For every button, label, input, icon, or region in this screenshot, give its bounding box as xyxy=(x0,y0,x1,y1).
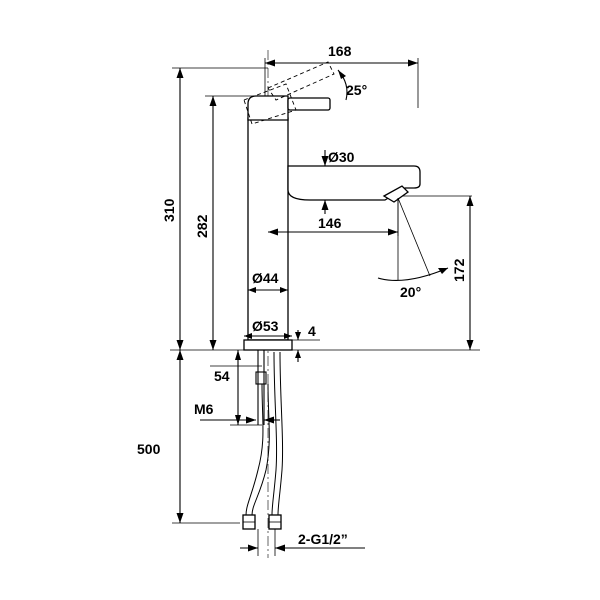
dim-body-diameter: Ø44 xyxy=(252,270,279,286)
dim-handle-angle: 25° xyxy=(346,82,367,98)
dim-aerator-height: 172 xyxy=(451,258,467,282)
dim-stud-thread: M6 xyxy=(194,401,214,417)
dim-base-thickness: 4 xyxy=(308,323,316,339)
dim-aerator-angle: 20° xyxy=(400,284,421,300)
dim-total-height: 310 xyxy=(161,198,177,222)
dim-hose-connection: 2-G1/2” xyxy=(298,531,348,547)
faucet-handle xyxy=(247,95,331,121)
dim-handle-reach: 168 xyxy=(328,43,352,59)
dimension-labels: 168 25° Ø30 310 282 146 172 20° Ø44 Ø53 … xyxy=(137,43,467,547)
dim-spout-diameter: Ø30 xyxy=(328,149,355,165)
dimension-lines xyxy=(176,59,474,556)
dim-spout-height: 282 xyxy=(194,214,210,238)
faucet-handle-raised-outline xyxy=(243,61,335,125)
dim-stud-length: 54 xyxy=(214,368,230,384)
dim-spout-reach: 146 xyxy=(318,215,342,231)
dim-hose-length: 500 xyxy=(137,441,161,457)
extension-lines xyxy=(170,58,480,524)
dim-base-diameter: Ø53 xyxy=(252,318,279,334)
mounting-stud-and-hoses xyxy=(242,350,284,530)
